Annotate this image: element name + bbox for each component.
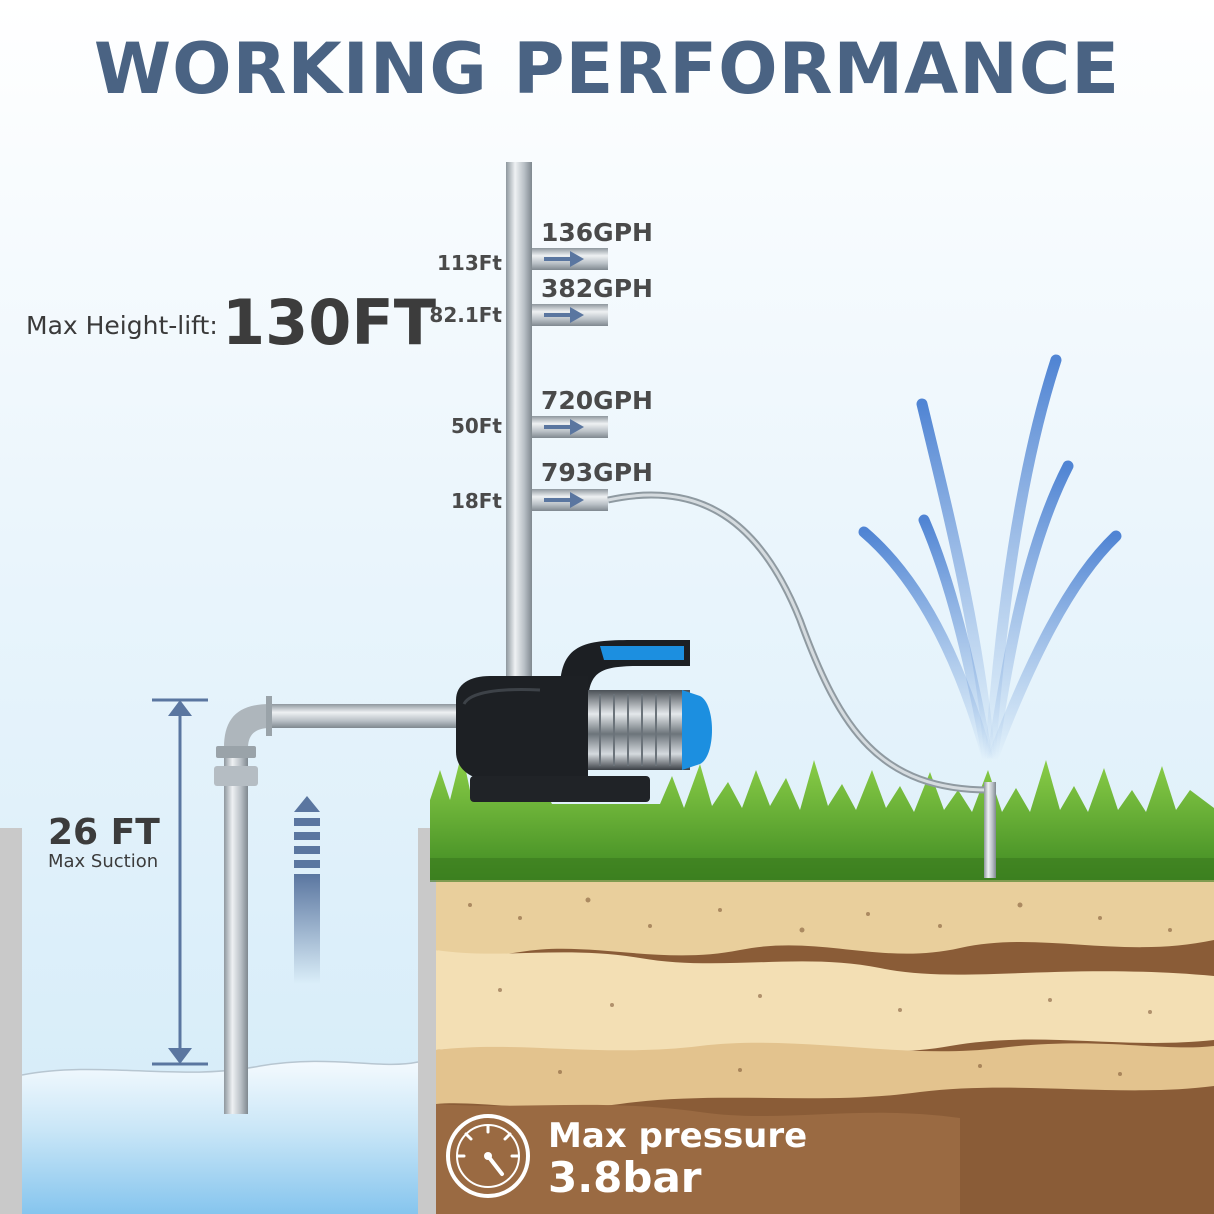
flow-arrow-icon xyxy=(532,304,608,326)
flow-label-1: 136GPH xyxy=(541,218,653,247)
suction-arrow-icon xyxy=(294,796,320,984)
height-label-2: 82.1Ft xyxy=(429,303,502,327)
pressure-value: 3.8bar xyxy=(548,1153,702,1202)
height-label-1: 113Ft xyxy=(437,251,502,275)
flow-label-2: 382GPH xyxy=(541,274,653,303)
page-title: WORKING PERFORMANCE xyxy=(93,28,1121,110)
flow-arrow-icon xyxy=(532,248,608,270)
pump-icon xyxy=(456,640,712,802)
suction-value: 26 FT xyxy=(48,812,160,853)
height-label-4: 18Ft xyxy=(450,489,502,513)
sprinkler-icon xyxy=(858,354,1122,766)
max-lift-value: 130FT xyxy=(222,286,437,359)
flow-arrow-icon xyxy=(532,416,608,438)
gauge-icon xyxy=(446,1114,530,1198)
flow-label-3: 720GPH xyxy=(541,386,653,415)
pressure-label: Max pressure xyxy=(548,1116,808,1156)
suction-label: Max Suction xyxy=(48,851,159,872)
height-label-3: 50Ft xyxy=(450,414,502,438)
max-lift-label: Max Height-lift: xyxy=(26,311,218,340)
flow-arrow-icon xyxy=(532,489,608,511)
flow-label-4: 793GPH xyxy=(541,458,653,487)
